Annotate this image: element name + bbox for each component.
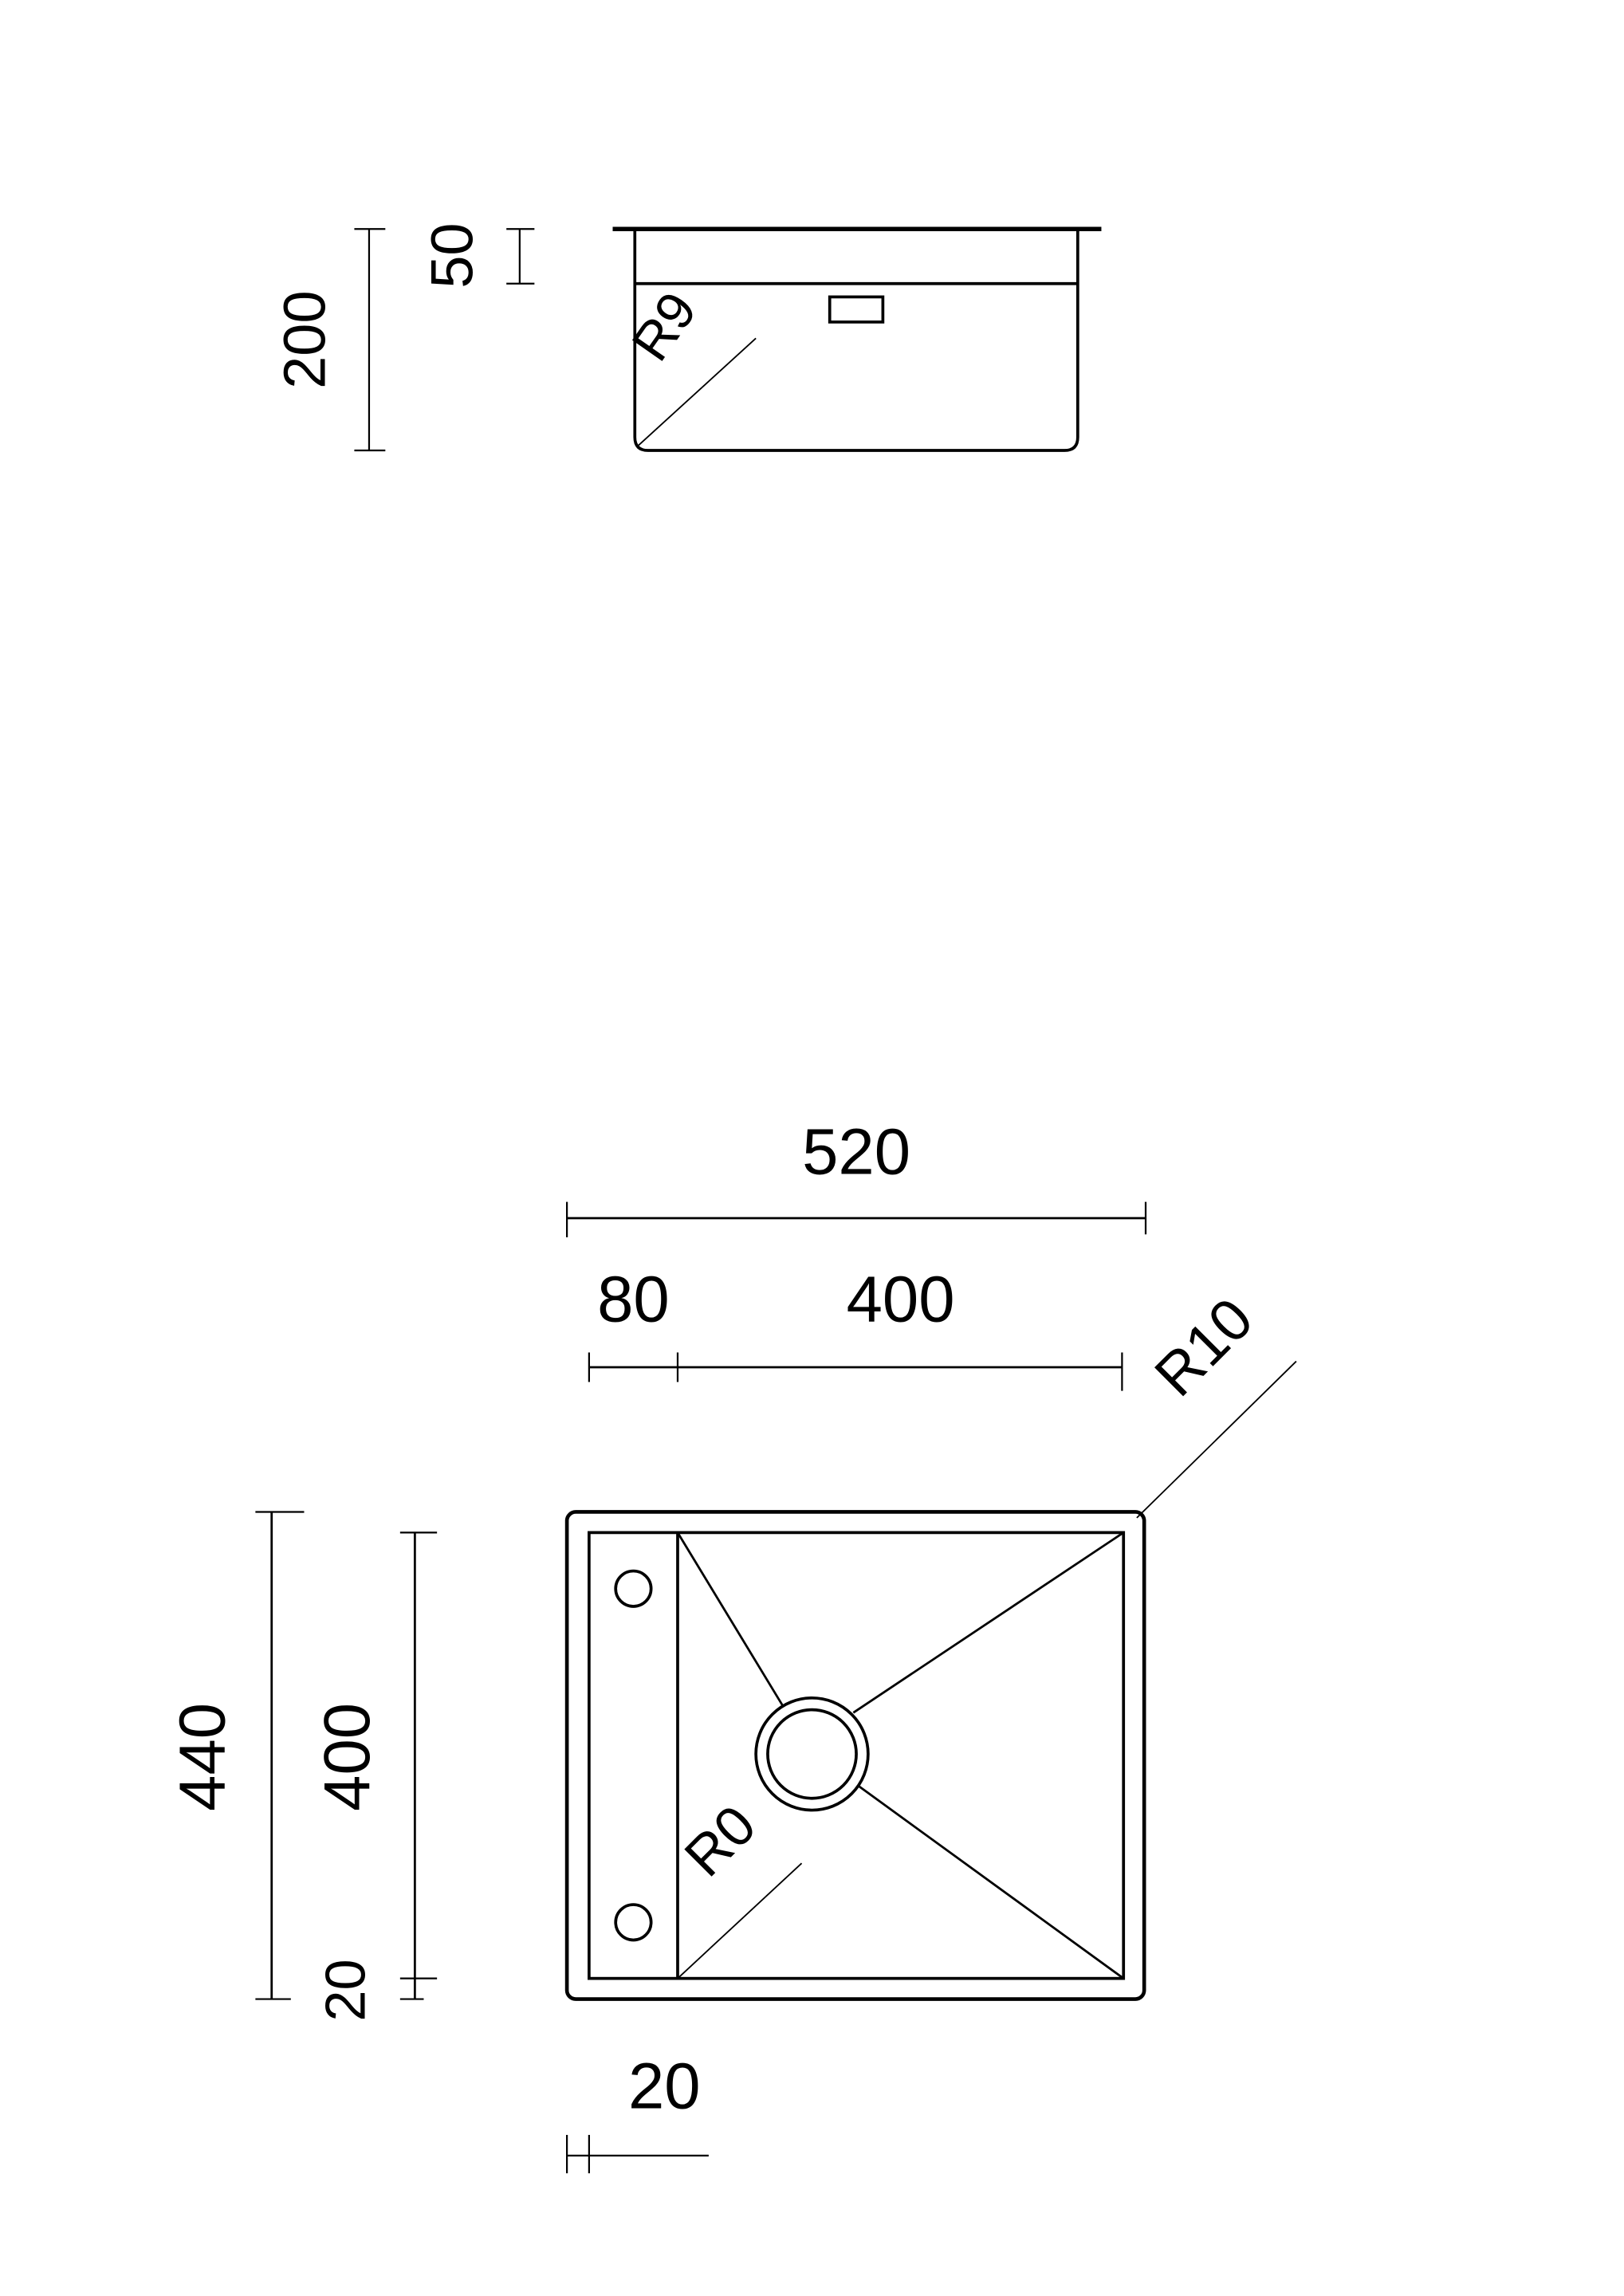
radius-leader-r9 [637, 337, 757, 447]
label-left-margin: 20 [628, 2050, 701, 2123]
label-overall-width: 520 [802, 1115, 910, 1188]
label-bowl-width: 400 [847, 1264, 955, 1336]
inner-outline [588, 1531, 1126, 1980]
tap-hole-top [614, 1569, 653, 1608]
sink-outline [564, 1510, 1146, 2001]
label-r0: R0 [672, 1793, 767, 1888]
top-view: 520 80 400 R10 R0 440 [166, 1115, 1297, 2174]
label-drainboard-width: 80 [597, 1264, 670, 1336]
label-bottom-margin: 20 [313, 1959, 376, 2021]
label-total-height: 200 [271, 290, 337, 389]
drain-outer [754, 1696, 870, 1812]
label-bowl-depth: 400 [311, 1703, 383, 1811]
overflow-slot [828, 295, 885, 324]
tap-hole-bottom [614, 1903, 653, 1942]
drain-inner [766, 1708, 858, 1800]
label-rim-height: 50 [419, 222, 486, 288]
bowl-profile [633, 230, 1079, 452]
label-overall-depth: 440 [166, 1703, 238, 1811]
side-view: 200 50 R9 [271, 222, 1102, 452]
label-r10: R10 [1142, 1285, 1265, 1409]
